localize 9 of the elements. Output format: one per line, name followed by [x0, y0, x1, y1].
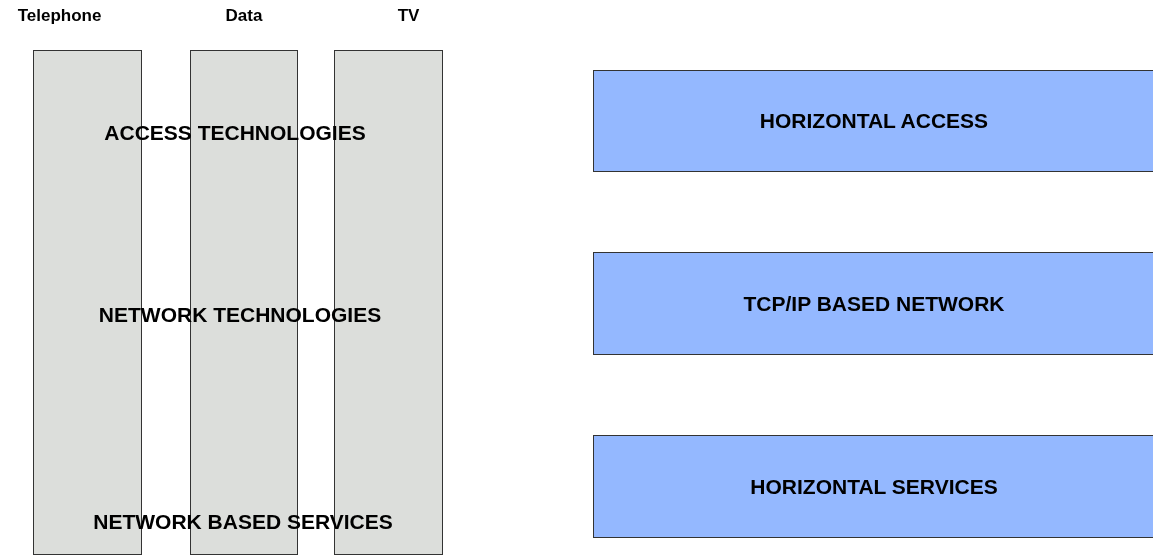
column-heading: Telephone	[17, 6, 102, 26]
column-heading: TV	[397, 6, 420, 26]
layer-box	[593, 435, 1153, 538]
column-heading: Data	[225, 6, 263, 26]
layer-title: TCP/IP BASED NETWORK	[743, 291, 1005, 316]
layer-title: HORIZONTAL SERVICES	[750, 474, 998, 499]
layer-box	[593, 70, 1153, 172]
layer-box	[593, 252, 1153, 355]
layer-title: HORIZONTAL ACCESS	[759, 109, 989, 133]
